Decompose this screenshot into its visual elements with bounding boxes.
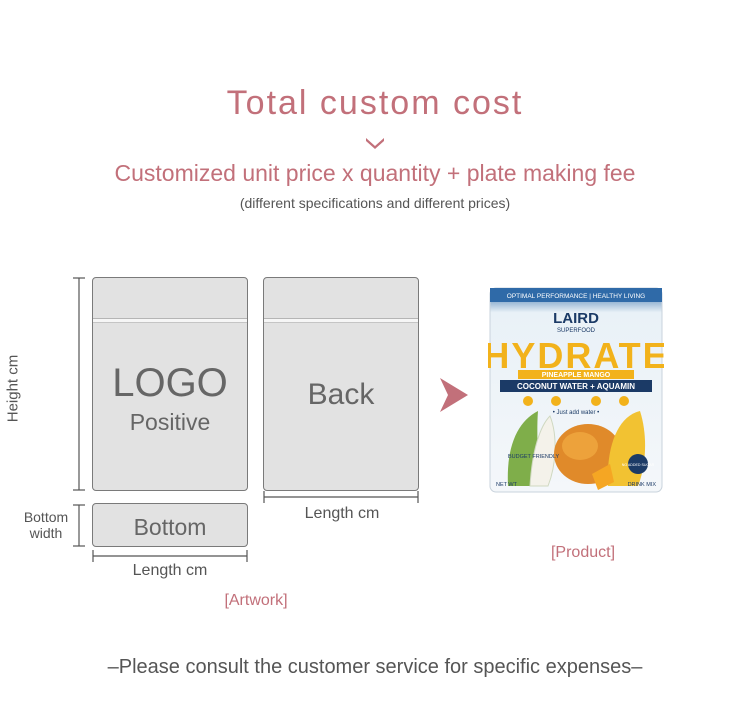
back-text: Back <box>307 378 375 411</box>
product-package-image: OPTIMAL PERFORMANCE | HEALTHY LIVING LAI… <box>488 287 664 493</box>
logo-text: LOGO <box>112 361 228 405</box>
zipper-seam <box>93 318 247 323</box>
front-panel: LOGO Positive <box>92 277 248 491</box>
package-tagline: OPTIMAL PERFORMANCE | HEALTHY LIVING <box>507 293 645 300</box>
package-budget: BUDGET FRIENDLY <box>508 454 559 460</box>
bottom-width-label: Bottom width <box>23 509 69 541</box>
package-sugar: NO ADDED SUGAR <box>622 463 655 467</box>
package-netwt: NET WT <box>496 482 518 488</box>
package-hint: • Just add water • <box>553 410 600 416</box>
artwork-caption: [Artwork] <box>224 592 288 609</box>
package-flavor: PINEAPPLE MANGO <box>542 372 611 379</box>
package-name: HYDRATE <box>488 335 664 376</box>
back-panel: Back <box>263 277 419 491</box>
bottom-text: Bottom <box>133 514 207 540</box>
package-type: COCONUT WATER + AQUAMIN <box>517 382 635 391</box>
zipper-seam <box>264 318 418 323</box>
positive-text: Positive <box>129 409 211 435</box>
cost-formula: Customized unit price x quantity + plate… <box>114 160 636 186</box>
height-label: Height cm <box>4 354 22 423</box>
arrow-right-icon <box>440 378 468 412</box>
product-caption: [Product] <box>550 544 616 561</box>
package-drinkmix: DRINK MIX <box>628 482 657 488</box>
consult-footer: –Please consult the customer service for… <box>107 656 643 678</box>
package-brand-sub: SUPERFOOD <box>557 328 596 334</box>
back-length-label: Length cm <box>304 505 380 522</box>
bottom-panel: Bottom <box>92 503 248 547</box>
pricing-note: (different specifications and different … <box>239 195 511 211</box>
package-brand: LAIRD <box>553 310 599 327</box>
page-title: Total custom cost <box>226 84 524 122</box>
chevron-down-icon <box>366 138 384 149</box>
bottom-length-label: Length cm <box>132 562 208 579</box>
